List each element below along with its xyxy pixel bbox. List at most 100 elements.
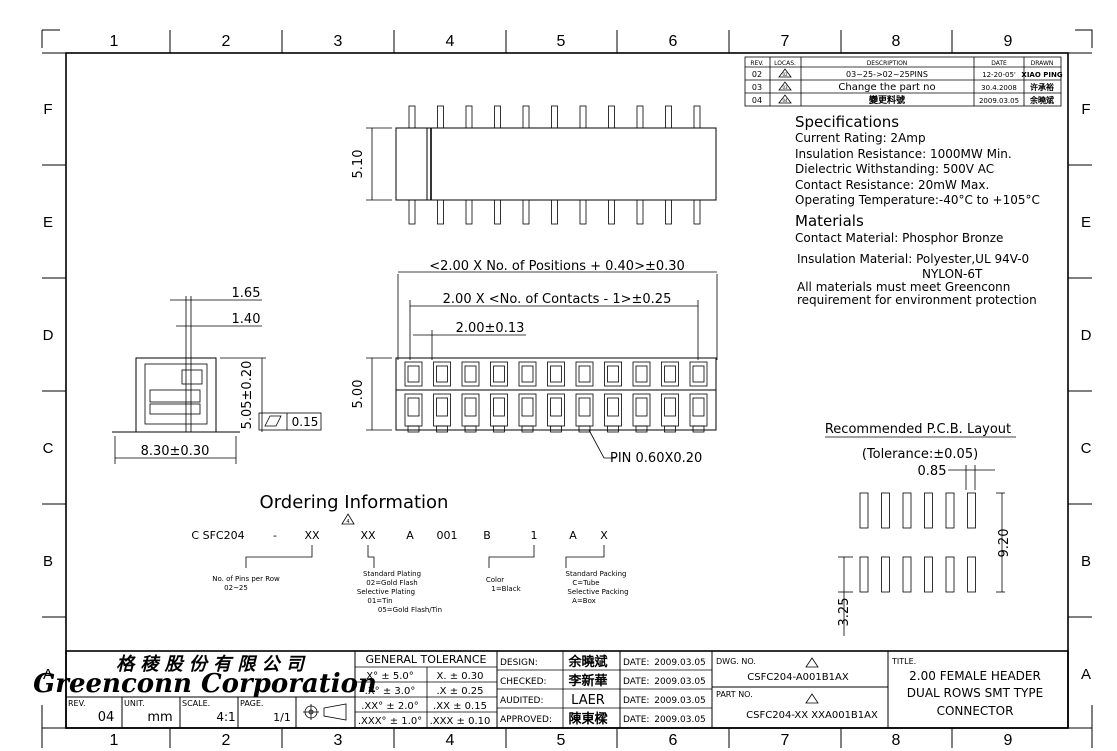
col-label: 9 [1004,33,1013,50]
contact-pin [635,425,648,433]
col-label: 3 [334,33,343,50]
rev-loc: 04 [782,98,788,103]
col-label: 1 [110,33,119,50]
contact-pin [578,425,591,433]
pcb-span: 9.20 [997,529,1012,558]
top-pin [636,105,644,129]
bottom-pin [522,199,530,225]
flatness-icon [264,415,282,427]
row-label: A [43,666,53,683]
top-pin [437,105,444,129]
note-color: Color [486,576,504,584]
material-line: Contact Material: Phosphor Bronze [795,231,1003,245]
material-line: Insulation Material: Polyester,UL 94V-0 [797,252,1029,266]
approval-name: 李新華 [567,673,607,689]
dim-side-width: 8.30±0.30 [141,444,210,459]
contact-cell [433,361,451,387]
tolerance-linear: X. ± 0.30 [436,671,483,682]
approval-date-label: DATE: [623,696,649,706]
rev-header: REV. [750,60,763,67]
dim-contacts-formula: 2.00 X <No. of Contacts - 1>±0.25 [443,292,672,307]
front-dimensions: <2.00 X No. of Positions + 0.40>±0.30 2.… [397,259,718,360]
col-label: 8 [892,33,901,50]
pcb-pad [967,492,976,529]
rev-drawn: 余曉斌 [1029,95,1054,105]
contact-cell [604,361,622,387]
rev-value: 04 [98,710,115,725]
leader-color [488,545,535,568]
pcb-pad [945,556,955,593]
contact-cell [433,393,451,427]
pcb-pad [967,556,976,593]
row-label: B [1081,553,1091,570]
company-en: Greenconn Corporation [33,669,377,699]
tolerance-angle: .XX° ± 2.0° [361,701,419,712]
pcb-tolerance: (Tolerance:±0.05) [862,447,978,462]
bottom-pin [437,199,444,225]
bottom-pin [665,199,672,225]
page-value: 1/1 [273,711,291,724]
col-label: 1 [110,732,119,749]
unit-label: UNIT. [124,699,145,708]
top-pin [693,105,701,129]
rev-triangle-icon [805,693,819,704]
rev-loc: 02 [782,72,788,77]
row-label: A [1081,666,1091,683]
contact-opening [521,365,534,383]
contact-opening [664,365,676,383]
col-label: 9 [1004,732,1013,749]
pcb-pad [881,556,890,593]
contact-pin [607,425,619,433]
top-pin [608,105,615,129]
rev-desc: Change the part no [838,82,935,93]
pcb-pad [859,556,869,593]
contact-cell [547,393,565,427]
approval-date: 2009.03.05 [654,658,706,668]
spec-line: Contact Resistance: 20mW Max. [795,178,989,192]
dim-positions-formula: <2.00 X No. of Positions + 0.40>±0.30 [429,259,685,274]
rev-date: 2009.03.05 [979,97,1019,105]
contact-opening [635,397,648,417]
dim-side-w1: 1.65 [232,286,261,301]
top-pin [665,105,672,129]
contact-pin [464,425,477,433]
ordering-title: Ordering Information [260,492,449,513]
approval-date: 2009.03.05 [654,677,706,687]
pcb-pad [924,556,933,593]
note-packing: C=Tube [572,579,599,587]
tolerance-angle: .X° ± 3.0° [365,686,416,697]
code-dash: - [273,529,277,542]
contact-pin [493,425,505,433]
contact-cell [461,393,480,427]
dim-side-w2: 1.40 [232,312,261,327]
rev-desc: 03~25->02~25PINS [846,70,928,79]
rev-header: DRAWN [1031,60,1054,67]
top-view: 5.10 [351,105,717,225]
title-label: TITLE. [891,657,916,666]
note-plating: 05=Gold Flash/Tin [378,606,442,614]
contact-opening [692,365,705,383]
row-label: F [1081,101,1090,118]
dim-pitch: 2.00±0.13 [456,321,525,336]
pcb-pad [859,492,869,529]
rev-triangle-icon [778,68,792,78]
contact-opening [407,397,420,417]
bottom-pin [636,199,644,225]
col-label: 5 [557,732,566,749]
materials-title: Materials [795,212,864,230]
col-label: 4 [446,732,455,749]
approval-date-label: DATE: [623,677,649,687]
dwg-number: CSFC204-A001B1AX [747,672,849,683]
contact-pin [521,425,534,433]
dim-flatness: 0.15 [292,415,319,429]
rev-label: REV. [68,699,86,708]
contact-cell [461,361,480,387]
code-plating: XX [360,529,376,542]
code-a2: A [569,529,577,542]
contact-cell [404,393,423,427]
spec-line: Dielectric Withstanding: 500V AC [795,162,994,176]
part-number: CSFC204-XX XXA001B1AX [746,710,878,721]
approval-name: 余曉斌 [567,654,607,670]
pcb-pad-height: 3.25 [837,598,852,627]
contact-opening [578,397,591,417]
